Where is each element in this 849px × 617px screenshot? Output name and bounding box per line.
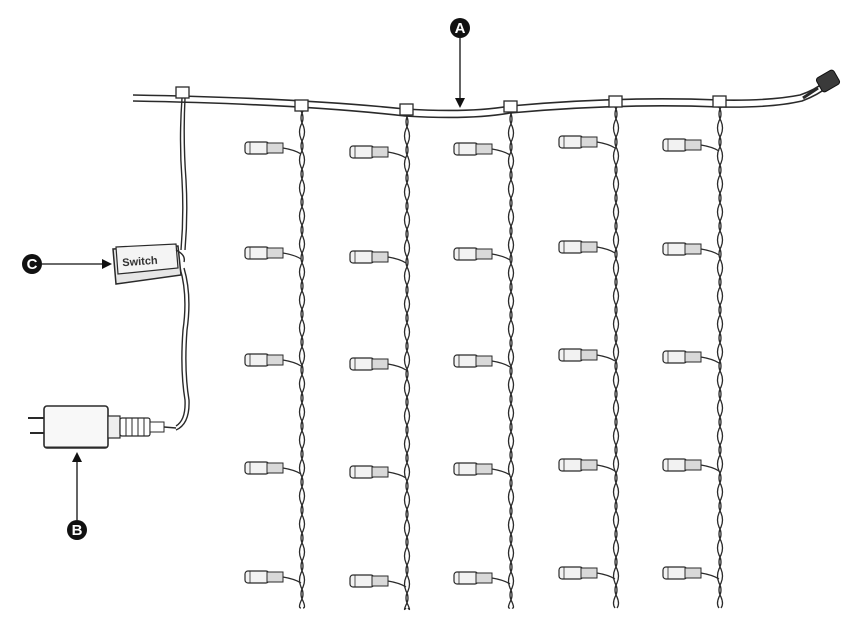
- led-bulb: [349, 145, 407, 159]
- led-bulb: [349, 574, 407, 588]
- cable-clip: [712, 95, 727, 108]
- led-bulb: [244, 461, 302, 475]
- led-bulb: [662, 566, 720, 580]
- strand-wire: [300, 110, 306, 609]
- main-cable: [132, 80, 830, 119]
- led-bulb: [453, 354, 511, 368]
- cable-clip: [503, 100, 518, 113]
- led-bulb: [244, 246, 302, 260]
- callout-a: A: [450, 18, 470, 108]
- led-bulb: [349, 357, 407, 371]
- light-strand: [244, 110, 306, 609]
- light-strand: [349, 114, 411, 611]
- light-strand: [453, 111, 515, 609]
- strand-wire: [509, 111, 515, 609]
- strand-wire: [298, 110, 304, 609]
- callout-c-label: C: [27, 256, 38, 273]
- cable-clip: [608, 95, 623, 108]
- cable-clip: [294, 99, 309, 112]
- callout-b: B: [67, 452, 87, 540]
- adapter-connector: [119, 417, 151, 437]
- callout-a-label: A: [455, 20, 466, 37]
- switch-label: Switch: [122, 255, 158, 269]
- led-bulb: [453, 247, 511, 261]
- led-bulb: [662, 242, 720, 256]
- led-bulb: [244, 570, 302, 584]
- strand-wire: [612, 106, 618, 609]
- light-strand: [558, 106, 620, 609]
- strand-wire: [716, 106, 722, 609]
- callout-b-label: B: [72, 522, 83, 539]
- cable-clip: [399, 103, 414, 116]
- led-bulb: [453, 142, 511, 156]
- led-bulb: [244, 353, 302, 367]
- led-bulb: [453, 462, 511, 476]
- led-bulb: [244, 141, 302, 155]
- light-strands: [244, 106, 724, 611]
- strand-wire: [403, 114, 409, 611]
- led-bulb: [662, 138, 720, 152]
- callout-c: C: [22, 254, 112, 274]
- feed-wire: [175, 97, 190, 431]
- led-bulb: [349, 250, 407, 264]
- led-bulb: [662, 458, 720, 472]
- strand-wire: [405, 114, 411, 611]
- light-strand: [662, 106, 724, 609]
- strand-wire: [507, 111, 513, 609]
- strand-wire: [614, 106, 620, 609]
- led-bulb: [558, 348, 616, 362]
- led-bulb: [662, 350, 720, 364]
- led-bulb: [558, 458, 616, 472]
- led-bulb: [558, 240, 616, 254]
- end-connector: [802, 69, 841, 100]
- switch-box: Switch: [112, 243, 186, 285]
- strand-wire: [718, 106, 724, 609]
- led-bulb: [349, 465, 407, 479]
- led-bulb: [558, 566, 616, 580]
- led-bulb: [558, 135, 616, 149]
- led-bulb: [453, 571, 511, 585]
- cable-clip: [175, 86, 190, 99]
- power-adapter: [28, 405, 177, 449]
